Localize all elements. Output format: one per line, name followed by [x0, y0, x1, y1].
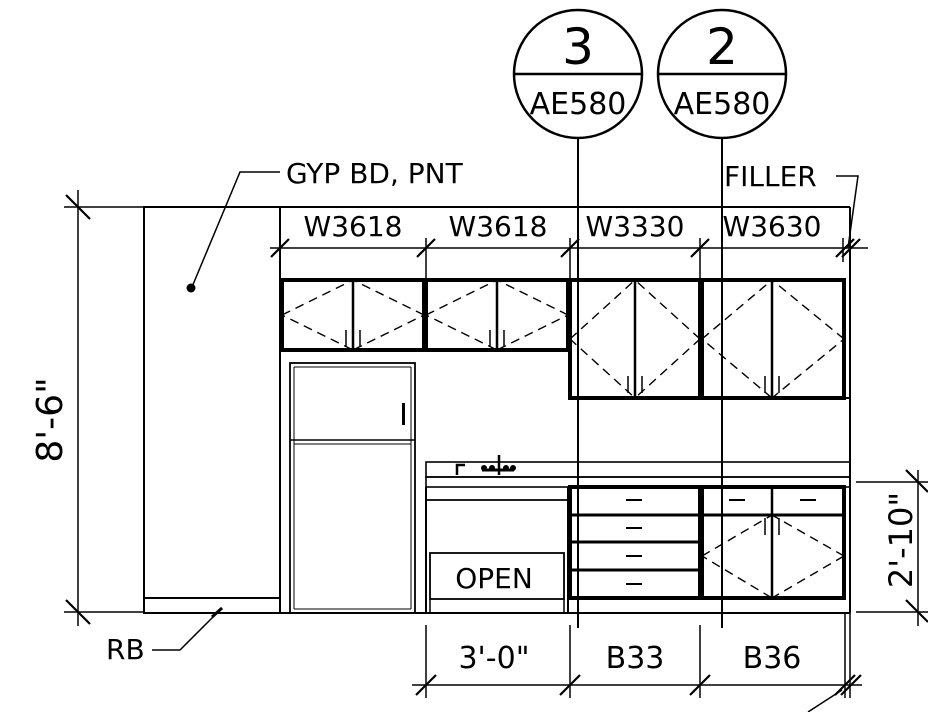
upper-cabinet-label: W3330	[586, 210, 685, 243]
base-label: RB	[106, 633, 145, 666]
section-marker-sheet: AE580	[530, 87, 627, 122]
open-label: OPEN	[455, 562, 533, 595]
base-cabinet-b36[interactable]	[700, 485, 846, 600]
filler-label: FILLER	[724, 160, 817, 193]
faucet-icon	[455, 455, 516, 475]
base-leader	[152, 606, 224, 651]
section-marker-sheet: AE580	[674, 87, 771, 122]
section-marker-number: 2	[706, 18, 738, 76]
base-cabinet-dimension-line	[412, 612, 862, 712]
upper-cabinet-w3618-2[interactable]	[424, 278, 570, 352]
upper-cabinet-label: W3630	[723, 210, 822, 243]
upper-cabinet-label: W3618	[449, 210, 548, 243]
upper-cabinet-label: W3618	[304, 210, 403, 243]
overall-height-label: 8'-6"	[30, 377, 71, 462]
wall-finish-leader	[186, 171, 280, 293]
counter-height-label: 2'-10"	[882, 492, 920, 588]
base-cabinet-label: 3'-0"	[458, 641, 529, 676]
base-cabinet-label: B33	[606, 641, 665, 676]
overall-height-dimension	[64, 190, 144, 626]
base-cabinet-b33[interactable]	[568, 485, 702, 600]
filler-leader	[836, 175, 859, 249]
section-marker-number: 3	[562, 18, 594, 76]
upper-cabinet-dimension-line	[270, 238, 868, 278]
refrigerator[interactable]	[289, 362, 416, 614]
wall-finish-label: GYP BD, PNT	[286, 157, 464, 190]
upper-cabinet-w3630[interactable]	[700, 278, 846, 400]
section-marker-3[interactable]: 3 AE580	[512, 8, 644, 140]
refrigerator-handle	[402, 403, 405, 425]
section-marker-2[interactable]: 2 AE580	[656, 8, 788, 140]
upper-cabinet-w3330[interactable]	[568, 278, 702, 400]
upper-cabinet-w3618-1[interactable]	[280, 278, 426, 352]
counter-height-dimension	[856, 469, 928, 626]
wall-panel	[143, 206, 281, 614]
base-cabinet-label: B36	[743, 641, 802, 676]
